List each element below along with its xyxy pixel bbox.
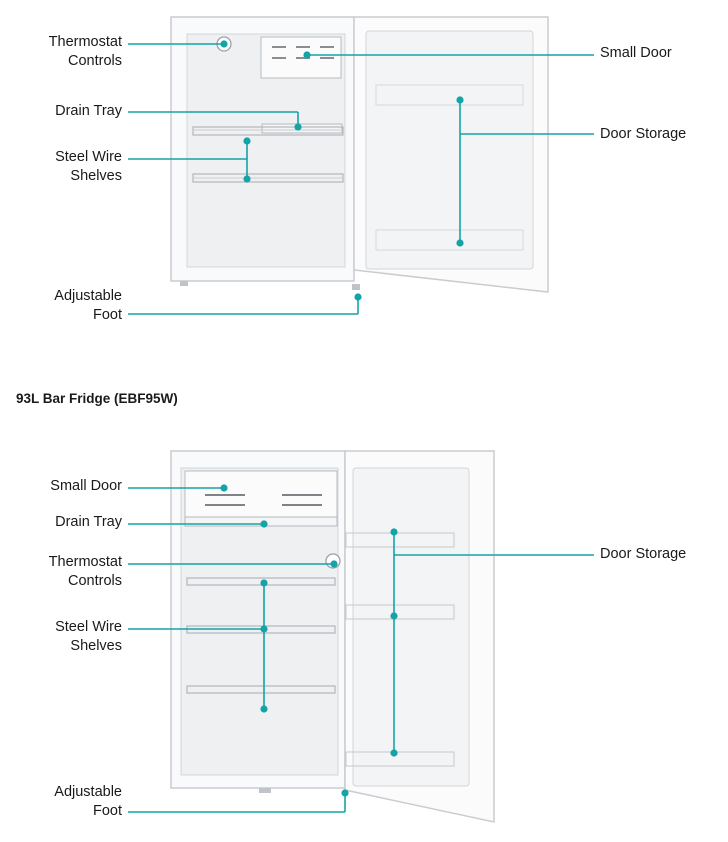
fig1-label-small-door: Small Door xyxy=(600,45,672,61)
fig2-label-door-storage: Door Storage xyxy=(600,546,687,562)
fig2-label-adjustable-foot: Adjustable Foot xyxy=(54,784,122,819)
fridge-1-door-liner xyxy=(365,30,534,270)
fridge-1-drain-tray xyxy=(261,123,343,134)
fig1-label-drain-tray: Drain Tray xyxy=(55,103,122,119)
fig2-label-drain-tray: Drain Tray xyxy=(55,514,122,530)
fig2-label-thermostat: Thermostat Controls xyxy=(48,554,122,589)
fridge-1-shelf-1 xyxy=(192,126,344,136)
fig2-label-steel-wire: Steel Wire Shelves xyxy=(55,619,122,654)
fridge-2-shelf-3 xyxy=(186,685,336,694)
fridge-2-callout-lines xyxy=(128,487,594,813)
fig1-label-adjustable-foot: Adjustable Foot xyxy=(54,288,122,323)
fig2-label-small-door: Small Door xyxy=(50,478,122,494)
fridge-1-callout-lines xyxy=(128,43,594,315)
fig1-label-thermostat: Thermostat Controls xyxy=(48,34,122,69)
fridge-2-callout-dots xyxy=(220,484,398,797)
fridge-2-shelf-1 xyxy=(186,577,336,586)
fig1-label-door-storage: Door Storage xyxy=(600,126,687,142)
fridge-2-foot xyxy=(259,788,271,793)
fridge-2-drain-tray xyxy=(184,516,338,527)
fig1-label-steel-wire: Steel Wire Shelves xyxy=(55,149,122,184)
fig2-title: 93L Bar Fridge (EBF95W) xyxy=(16,391,178,406)
fridge-1-callout-dots xyxy=(220,40,464,301)
fridge-1-foot-right xyxy=(352,284,360,290)
fridge-2-door-liner xyxy=(352,467,470,787)
fridge-1-foot-left xyxy=(180,281,188,286)
